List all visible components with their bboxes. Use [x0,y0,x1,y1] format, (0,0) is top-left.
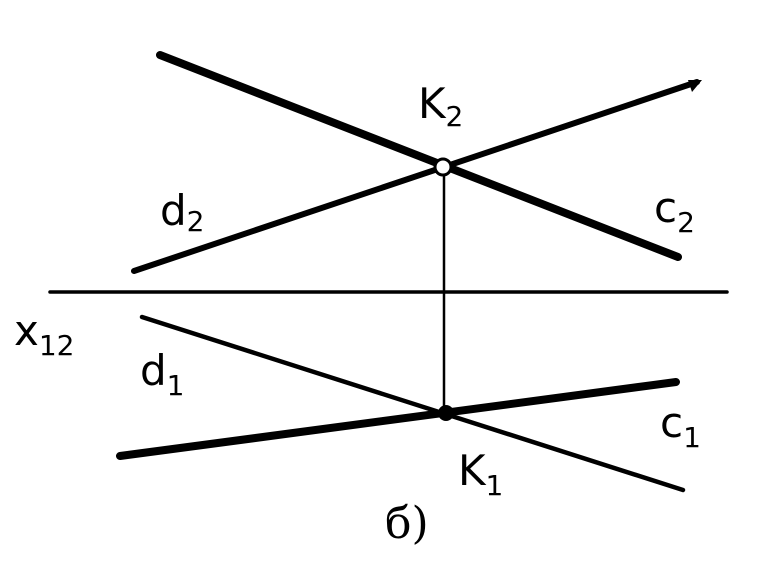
figure-caption: б) [385,498,429,549]
line-d1 [139,314,686,493]
label-x12: x12 [14,306,75,362]
label-k1: K1 [458,446,503,502]
label-d2: d2 [160,186,205,238]
label-d1: d1 [140,346,185,402]
arrowhead-d2 [688,80,702,92]
label-c1: c1 [660,398,701,454]
point-k1 [438,405,454,421]
point-k2 [433,157,453,177]
line-d2 [131,79,700,274]
line-c1 [116,378,680,460]
label-k2: K2 [418,79,463,133]
line-c2 [156,51,682,261]
label-c2: c2 [654,183,695,239]
